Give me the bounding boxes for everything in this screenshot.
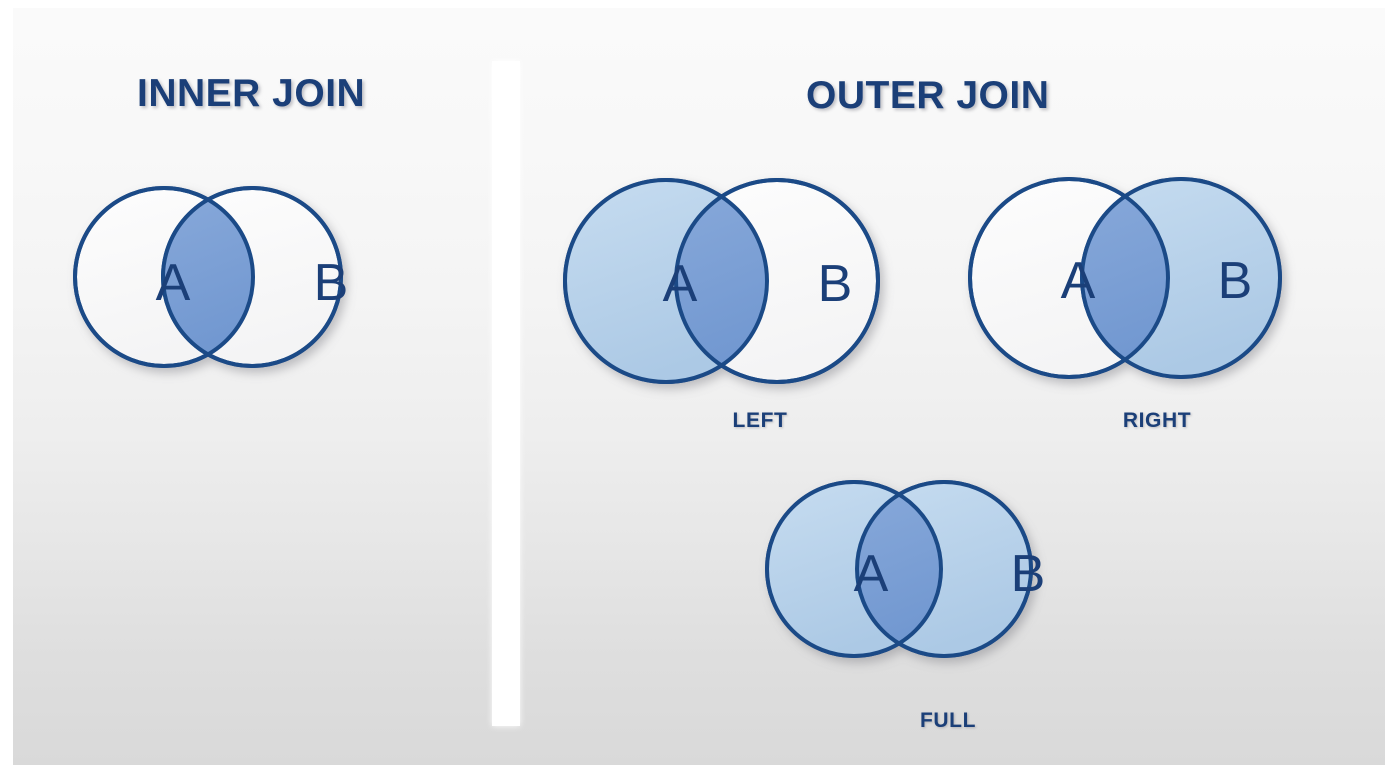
venn-label-a: A: [663, 255, 698, 313]
venn-label-a: A: [1061, 252, 1096, 310]
venn-circle-b-outline: [674, 178, 880, 384]
venn-circle-a-outline: [968, 177, 1170, 379]
venn-circle-b-outline: [855, 480, 1033, 658]
section-divider: [492, 61, 520, 726]
heading-inner-join: INNER JOIN: [137, 72, 366, 115]
venn-circle-a-outline: [73, 186, 255, 368]
caption-full: FULL: [919, 709, 977, 732]
slide-background: [13, 8, 1385, 765]
venn-circle-b-outline: [161, 186, 343, 368]
heading-outer-join: OUTER JOIN: [806, 74, 1050, 117]
venn-inner-join: A B: [63, 166, 443, 391]
venn-intersection: [1082, 179, 1168, 377]
venn-circle-a-outline: [765, 480, 943, 658]
venn-label-a: A: [854, 545, 889, 603]
venn-right-outer-join: A B: [968, 166, 1308, 398]
venn-label-b: B: [1011, 545, 1046, 603]
venn-left-outer-join: A B: [562, 166, 902, 398]
venn-full-outer-join: A B: [758, 468, 1158, 680]
venn-intersection: [676, 180, 767, 382]
venn-label-b: B: [314, 254, 349, 312]
venn-circle-b-outline: [1080, 177, 1282, 379]
venn-label-b: B: [1218, 252, 1253, 310]
venn-circle-a-outline: [563, 178, 769, 384]
caption-left: LEFT: [732, 409, 788, 432]
venn-label-b: B: [818, 255, 853, 313]
venn-label-a: A: [156, 254, 191, 312]
caption-right: RIGHT: [1122, 409, 1192, 432]
venn-intersection: [857, 482, 941, 656]
